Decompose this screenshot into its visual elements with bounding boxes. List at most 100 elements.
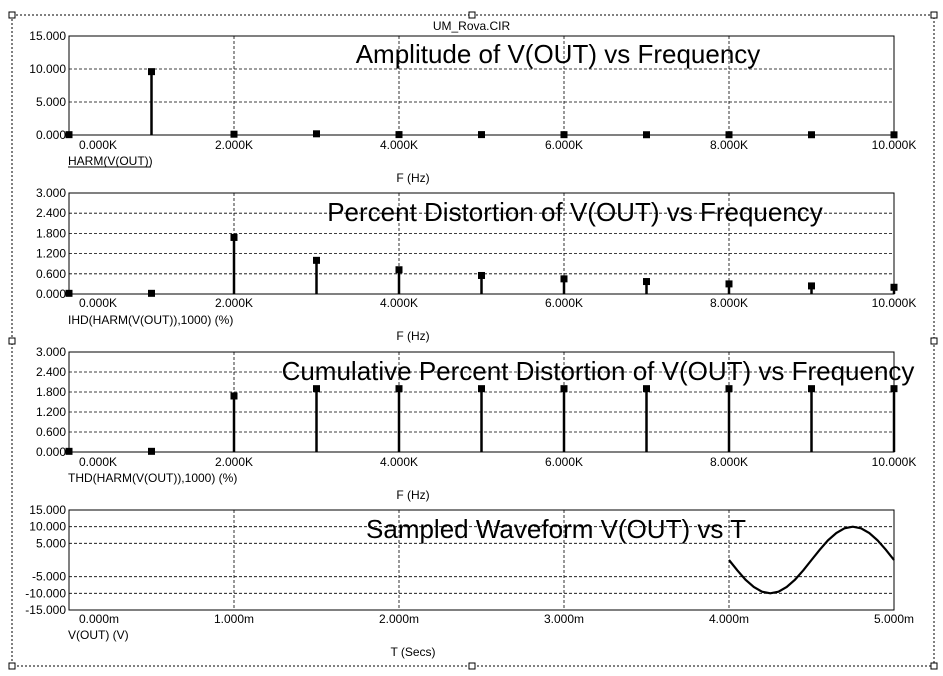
window-title: UM_Rova.CIR	[432, 19, 511, 33]
frame-handle-br[interactable]	[930, 662, 938, 670]
y-tick-label: -15.000	[25, 603, 66, 617]
harmonic-marker	[478, 131, 485, 139]
harmonic-marker	[478, 271, 485, 279]
harmonic-marker	[65, 447, 73, 455]
harmonic-marker	[65, 131, 73, 139]
waveform-trace	[728, 525, 895, 595]
harmonic-marker	[643, 278, 650, 286]
y-tick-label: 3.000	[36, 345, 66, 359]
x-tick-label: 2.000K	[215, 455, 253, 469]
harmonic-marker	[560, 131, 568, 139]
x-tick-label: 6.000K	[545, 296, 583, 310]
trace-label: HARM(V(OUT))	[68, 154, 153, 168]
frame-handle-tl[interactable]	[8, 11, 16, 19]
y-tick-label: 5.000	[36, 536, 66, 550]
plot-3: 0.000 0.600 1.200 1.800 2.400 3.000 0.000K 2.00…	[36, 345, 916, 502]
y-tick-label: 5.000	[36, 95, 66, 109]
x-tick-label: 10.000K	[872, 138, 917, 152]
x-tick-label: 3.000m	[544, 612, 584, 626]
x-tick-label: 1.000m	[214, 612, 254, 626]
y-tick-label: 1.800	[36, 385, 66, 399]
y-tick-label: 1.800	[36, 226, 66, 240]
harmonic-marker	[725, 131, 733, 139]
harmonic-marker	[230, 392, 238, 400]
plot-title: Cumulative Percent Distortion of V(OUT) …	[282, 356, 915, 386]
x-tick-label: 0.000m	[79, 612, 119, 626]
harmonic-marker	[148, 68, 155, 76]
plot-2: 0.000 0.600 1.200 1.800 2.400 3.000 0.000K 2.00…	[36, 186, 916, 343]
plot-title: Sampled Waveform V(OUT) vs T	[366, 514, 746, 544]
x-tick-label: 10.000K	[872, 296, 917, 310]
plot-title: Percent Distortion of V(OUT) vs Frequenc…	[327, 197, 823, 227]
harmonic-marker	[808, 385, 815, 393]
y-tick-label: 0.000	[36, 445, 66, 459]
trace-label: THD(HARM(V(OUT)),1000) (%)	[68, 471, 237, 485]
y-tick-label: 2.400	[36, 206, 66, 220]
x-axis-label: F (Hz)	[396, 488, 429, 502]
harmonic-marker	[560, 385, 568, 393]
harmonic-marker	[808, 131, 815, 139]
x-tick-label: 8.000K	[710, 138, 748, 152]
y-tick-label: 15.000	[29, 29, 66, 43]
trace-label: V(OUT) (V)	[68, 628, 129, 642]
y-tick-label: 10.000	[29, 62, 66, 76]
harmonic-marker	[313, 256, 320, 264]
x-tick-label: 8.000K	[710, 455, 748, 469]
harmonic-marker	[808, 282, 815, 290]
x-tick-label: 4.000m	[709, 612, 749, 626]
x-tick-label: 4.000K	[380, 296, 418, 310]
y-tick-label: 0.000	[36, 287, 66, 301]
frame-handle-mr[interactable]	[930, 337, 938, 345]
frame-handle-tm[interactable]	[468, 11, 476, 19]
x-tick-label: 5.000m	[874, 612, 914, 626]
x-tick-label: 8.000K	[710, 296, 748, 310]
harmonic-marker	[890, 385, 898, 393]
y-tick-label: 10.000	[29, 520, 66, 534]
y-tick-label: 0.600	[36, 425, 66, 439]
x-tick-label: 2.000m	[379, 612, 419, 626]
frame-handle-bl[interactable]	[8, 662, 16, 670]
x-tick-label: 4.000K	[380, 138, 418, 152]
harmonic-marker	[643, 131, 650, 139]
x-tick-label: 2.000K	[215, 296, 253, 310]
harmonic-marker	[148, 289, 155, 297]
y-tick-label: 0.600	[36, 267, 66, 281]
harmonic-marker	[643, 385, 650, 393]
x-tick-label: 10.000K	[872, 455, 917, 469]
x-tick-label: 2.000K	[215, 138, 253, 152]
harmonic-marker	[890, 283, 898, 291]
x-tick-label: 0.000K	[79, 455, 117, 469]
frame-handle-ml[interactable]	[8, 337, 16, 345]
x-axis-label: F (Hz)	[396, 171, 429, 185]
y-tick-label: 3.000	[36, 186, 66, 200]
y-tick-label: 2.400	[36, 365, 66, 379]
y-tick-label: 1.200	[36, 405, 66, 419]
x-tick-label: 6.000K	[545, 455, 583, 469]
trace-label: IHD(HARM(V(OUT)),1000) (%)	[68, 313, 233, 327]
y-tick-label: 1.200	[36, 247, 66, 261]
plot-title: Amplitude of V(OUT) vs Frequency	[356, 39, 761, 69]
harmonic-marker	[230, 233, 238, 241]
harmonic-marker	[890, 131, 898, 139]
harmonic-marker	[65, 289, 73, 297]
harmonic-marker	[560, 275, 568, 283]
x-axis-label: T (Secs)	[390, 645, 435, 659]
harmonic-marker	[395, 385, 403, 393]
harmonic-marker	[148, 447, 155, 455]
plot-4: -15.000-10.000-5.0005.00010.00015.0000.0…	[25, 503, 914, 659]
frame-handle-bm[interactable]	[468, 662, 476, 670]
x-tick-label: 0.000K	[79, 296, 117, 310]
harmonic-marker	[478, 385, 485, 393]
frame-handle-tr[interactable]	[930, 11, 938, 19]
harmonic-marker	[313, 130, 320, 138]
x-tick-label: 4.000K	[380, 455, 418, 469]
x-tick-label: 0.000K	[79, 138, 117, 152]
harmonic-marker	[725, 385, 733, 393]
y-tick-label: 15.000	[29, 503, 66, 517]
y-tick-label: -10.000	[25, 586, 66, 600]
harmonic-marker	[313, 385, 320, 393]
harmonic-marker	[395, 266, 403, 274]
harmonic-marker	[395, 131, 403, 139]
